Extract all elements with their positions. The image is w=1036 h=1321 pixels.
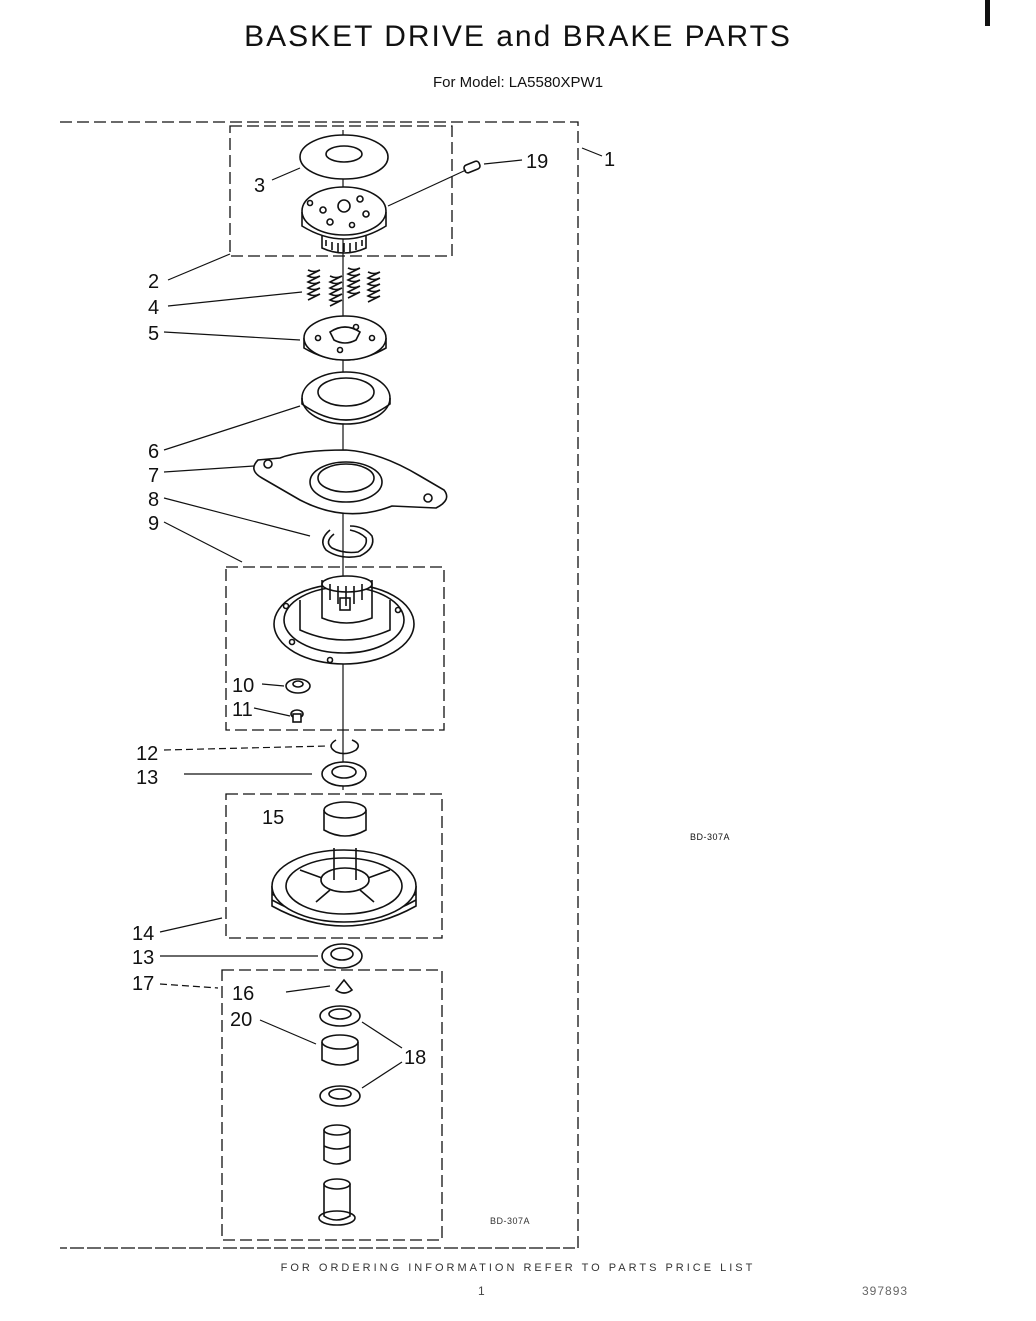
leader-19-to-plate <box>387 169 467 207</box>
diagram-code-side: BD-307A <box>690 832 731 842</box>
leader-18-lower <box>361 1061 403 1089</box>
part-13-bearing-upper <box>321 761 367 787</box>
part-4-springs <box>306 267 381 307</box>
leader-5 <box>163 331 301 341</box>
callout-15: 15 <box>262 807 284 829</box>
part-9-split-ring <box>322 525 374 558</box>
callout-13-upper: 13 <box>136 767 158 789</box>
callout-3: 3 <box>254 175 265 197</box>
part-13-bearing-lower <box>321 943 363 969</box>
leader-4 <box>167 291 303 307</box>
part-7-bracket <box>253 449 448 515</box>
leader-14 <box>159 917 223 933</box>
part-11-screw <box>290 709 304 723</box>
part-9-hub <box>273 575 415 665</box>
page-title: BASKET DRIVE and BRAKE PARTS <box>244 20 792 53</box>
outer-assembly-boundary <box>60 121 579 1249</box>
callout-2: 2 <box>148 271 159 293</box>
leader-7 <box>163 465 255 473</box>
shaft-sleeve-lower <box>318 1178 356 1226</box>
leader-16 <box>285 985 331 993</box>
document-number: 397893 <box>862 1284 909 1298</box>
part-2-gear-plate <box>301 186 387 254</box>
model-line: For Model: LA5580XPW1 <box>432 74 604 91</box>
callout-20: 20 <box>230 1009 252 1031</box>
callout-18: 18 <box>404 1047 426 1069</box>
callout-9: 9 <box>148 513 159 535</box>
callout-19: 19 <box>526 151 548 173</box>
part-12-retaining-ring <box>330 739 360 755</box>
leader-1 <box>581 147 603 157</box>
callout-11: 11 <box>232 699 253 721</box>
callout-7: 7 <box>148 465 159 487</box>
callout-1: 1 <box>604 149 615 171</box>
leader-19 <box>483 159 523 165</box>
leader-8 <box>163 497 311 537</box>
subassembly-box-17 <box>221 969 443 1241</box>
part-10-nut <box>285 678 311 694</box>
footer-ordering-note: FOR ORDERING INFORMATION REFER TO PARTS … <box>280 1262 756 1274</box>
leader-12 <box>163 745 329 751</box>
leader-11 <box>253 707 291 717</box>
callout-12: 12 <box>136 743 158 765</box>
part-16-cone <box>334 978 354 994</box>
diagram-code-inner: BD-307A <box>490 1216 531 1226</box>
callout-5: 5 <box>148 323 159 345</box>
callout-13-lower: 13 <box>132 947 154 969</box>
page-number: 1 <box>478 1284 485 1298</box>
corner-registration-mark <box>985 0 990 26</box>
leader-2 <box>167 253 231 281</box>
part-19-pin <box>463 160 481 174</box>
callout-10: 10 <box>232 675 254 697</box>
leader-20 <box>259 1019 317 1045</box>
leader-3 <box>271 167 301 181</box>
callout-17: 17 <box>132 973 154 995</box>
subassembly-box-9 <box>225 566 445 731</box>
part-18-seal-lower <box>319 1085 361 1107</box>
callout-14: 14 <box>132 923 154 945</box>
shaft-sleeve-upper <box>323 1124 351 1165</box>
part-5-plate <box>303 315 387 361</box>
leader-9 <box>163 521 243 563</box>
part-18-seal-upper <box>319 1005 361 1027</box>
part-15-bushing <box>323 801 367 837</box>
part-3-washer <box>299 134 389 180</box>
leader-18-upper <box>361 1021 403 1049</box>
callout-8: 8 <box>148 489 159 511</box>
part-14-pulley <box>271 848 417 927</box>
part-20-bushing <box>321 1034 359 1066</box>
callout-4: 4 <box>148 297 159 319</box>
callout-6: 6 <box>148 441 159 463</box>
part-6-ring-washer <box>301 371 391 425</box>
leader-6 <box>163 405 301 451</box>
leader-10 <box>261 683 285 687</box>
leader-17 <box>159 983 219 989</box>
callout-16: 16 <box>232 983 254 1005</box>
subassembly-box-2 <box>229 125 453 257</box>
subassembly-box-14 <box>225 793 443 939</box>
